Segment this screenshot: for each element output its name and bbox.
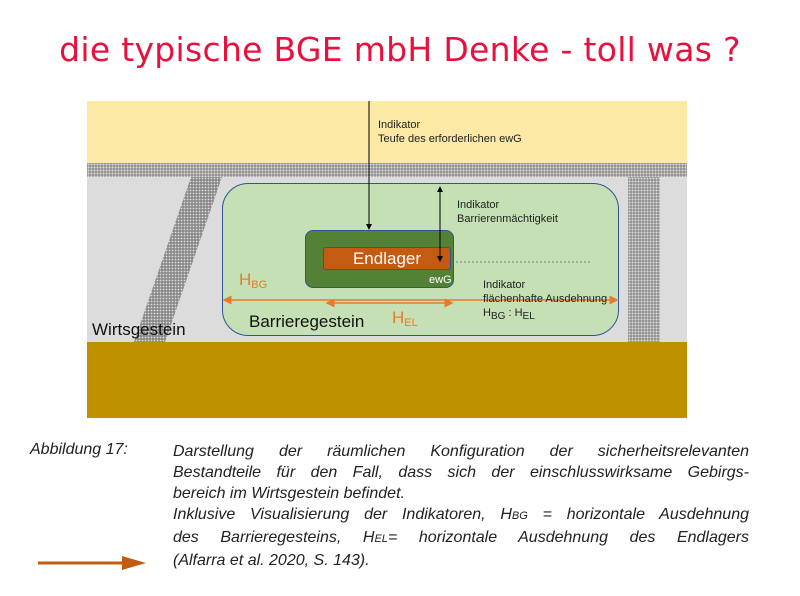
indicator-barrier: Indikator Barrierenmächtigkeit <box>457 198 558 226</box>
caption-line: Inklusive Visualisierung der Indikatoren… <box>173 506 750 523</box>
indicator-area-text: flächenhafte Ausdehnung <box>483 293 608 305</box>
barrier-rock-label: Barrieregestein <box>249 312 365 331</box>
endlager-box <box>323 247 451 270</box>
caption-line: Bestandteile für den Fall, dass sich der… <box>173 464 749 481</box>
pointer-arrow-icon <box>38 556 146 570</box>
indicator-depth-text: Teufe des erforderlichen ewG <box>378 133 522 145</box>
diagram: Endlager ewG Indikator Teufe des erforde… <box>87 101 687 418</box>
caption-line: bereich im Wirtsgestein befindet. <box>173 485 405 502</box>
indicator-barrier-text: Barrierenmächtigkeit <box>457 213 558 225</box>
overburden-layer <box>87 101 687 163</box>
hel-label: HEL <box>392 308 418 329</box>
fault-column <box>628 177 660 342</box>
ratio-label: HBG : HEL <box>483 307 535 322</box>
indicator-area: Indikator flächenhafte Ausdehnung HBG : … <box>483 278 607 324</box>
endlager-label: Endlager <box>352 249 422 268</box>
base-layer <box>87 342 687 418</box>
host-rock-label: Wirtsgestein <box>92 320 186 339</box>
slide-title: die typische BGE mbH Denke - toll was ? <box>59 30 741 69</box>
caption: Darstellung der räumlichen Konfiguration… <box>173 441 749 571</box>
ewg-label: ewG <box>429 274 452 286</box>
caption-label: Abbildung 17: <box>30 441 128 458</box>
arrows <box>222 101 619 308</box>
caption-line: Darstellung der räumlichen Konfiguration… <box>173 443 749 460</box>
caption-line: (Alfarra et al. 2020, S. 143). <box>173 552 370 569</box>
caption-line: des Barrieregesteins, HEL= horizontale A… <box>173 529 749 546</box>
fault-band <box>134 177 222 342</box>
indicator-depth: Indikator Teufe des erforderlichen ewG <box>378 118 522 146</box>
hatched-band <box>87 163 687 177</box>
hbg-label: HBG <box>239 270 268 291</box>
indicator-depth-title: Indikator <box>378 119 421 131</box>
indicator-barrier-title: Indikator <box>457 199 500 211</box>
indicator-area-title: Indikator <box>483 279 526 291</box>
